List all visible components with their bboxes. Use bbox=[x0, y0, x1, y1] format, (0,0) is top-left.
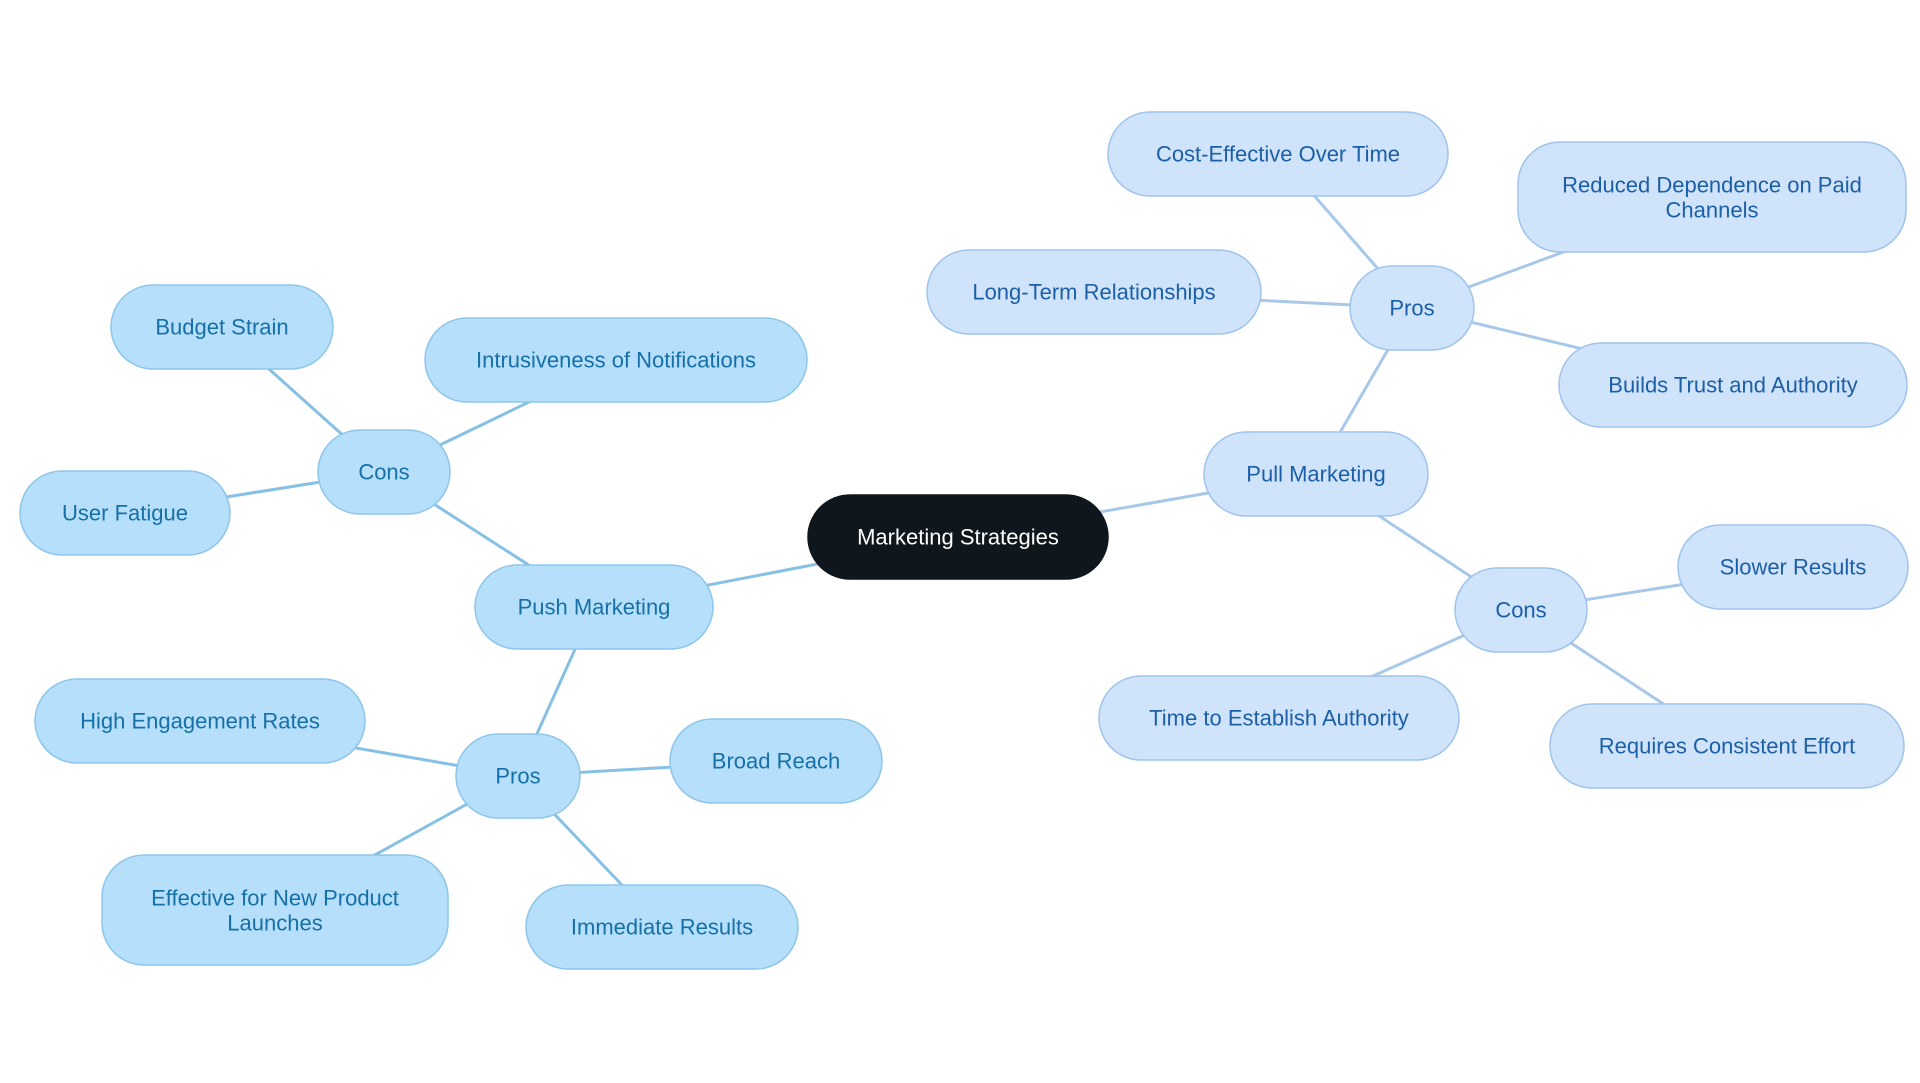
node-shape-high-engagement bbox=[34, 678, 366, 764]
node-push-cons[interactable]: Cons bbox=[317, 429, 451, 515]
node-label-push-pros: Pros bbox=[495, 764, 540, 789]
node-pull-cons[interactable]: Cons bbox=[1454, 567, 1588, 653]
node-label-push: Push Marketing bbox=[518, 595, 671, 620]
node-time-authority[interactable]: Time to Establish Authority bbox=[1098, 675, 1460, 761]
node-intrusiveness[interactable]: Intrusiveness of Notifications bbox=[424, 317, 808, 403]
node-root[interactable]: Marketing Strategies bbox=[807, 494, 1109, 580]
node-shape-immediate-results bbox=[525, 884, 799, 970]
node-shape-cost-effective bbox=[1107, 111, 1449, 197]
node-label-intrusiveness: Intrusiveness of Notifications bbox=[476, 348, 756, 373]
node-shape-reduced-dependence bbox=[1517, 141, 1907, 253]
node-label-pull-pros: Pros bbox=[1389, 296, 1434, 321]
node-label-line: Launches bbox=[227, 910, 322, 935]
node-label-pull-cons: Cons bbox=[1495, 598, 1546, 623]
node-label-root: Marketing Strategies bbox=[857, 525, 1059, 550]
node-label-long-term: Long-Term Relationships bbox=[972, 280, 1215, 305]
node-builds-trust[interactable]: Builds Trust and Authority bbox=[1558, 342, 1908, 428]
node-label-consistent-effort: Requires Consistent Effort bbox=[1599, 734, 1855, 759]
node-shape-time-authority bbox=[1098, 675, 1460, 761]
node-shape-pull bbox=[1203, 431, 1429, 517]
node-immediate-results[interactable]: Immediate Results bbox=[525, 884, 799, 970]
node-shape-pull-cons bbox=[1454, 567, 1588, 653]
node-label-cost-effective: Cost-Effective Over Time bbox=[1156, 142, 1400, 167]
node-pull-pros[interactable]: Pros bbox=[1349, 265, 1475, 351]
node-shape-push bbox=[474, 564, 714, 650]
node-label-user-fatigue: User Fatigue bbox=[62, 501, 188, 526]
node-shape-intrusiveness bbox=[424, 317, 808, 403]
node-label-builds-trust: Builds Trust and Authority bbox=[1608, 373, 1857, 398]
node-label-immediate-results: Immediate Results bbox=[571, 915, 753, 940]
node-label-line: Reduced Dependence on Paid bbox=[1562, 172, 1862, 197]
node-label-push-cons: Cons bbox=[358, 460, 409, 485]
node-label-slower-results: Slower Results bbox=[1720, 555, 1867, 580]
node-consistent-effort[interactable]: Requires Consistent Effort bbox=[1549, 703, 1905, 789]
node-long-term[interactable]: Long-Term Relationships bbox=[926, 249, 1262, 335]
node-shape-slower-results bbox=[1677, 524, 1909, 610]
node-cost-effective[interactable]: Cost-Effective Over Time bbox=[1107, 111, 1449, 197]
node-high-engagement[interactable]: High Engagement Rates bbox=[34, 678, 366, 764]
node-label-time-authority: Time to Establish Authority bbox=[1149, 706, 1409, 731]
node-push[interactable]: Push Marketing bbox=[474, 564, 714, 650]
node-shape-broad-reach bbox=[669, 718, 883, 804]
node-label-line: Effective for New Product bbox=[151, 885, 399, 910]
node-push-pros[interactable]: Pros bbox=[455, 733, 581, 819]
node-shape-pull-pros bbox=[1349, 265, 1475, 351]
node-budget-strain[interactable]: Budget Strain bbox=[110, 284, 334, 370]
node-shape-budget-strain bbox=[110, 284, 334, 370]
node-label-line: Channels bbox=[1666, 197, 1759, 222]
node-label-pull: Pull Marketing bbox=[1246, 462, 1385, 487]
node-label-broad-reach: Broad Reach bbox=[712, 749, 840, 774]
node-broad-reach[interactable]: Broad Reach bbox=[669, 718, 883, 804]
node-label-high-engagement: High Engagement Rates bbox=[80, 709, 320, 734]
node-shape-new-product bbox=[101, 854, 449, 966]
node-user-fatigue[interactable]: User Fatigue bbox=[19, 470, 231, 556]
node-shape-root bbox=[807, 494, 1109, 580]
node-label-budget-strain: Budget Strain bbox=[155, 315, 288, 340]
node-shape-push-cons bbox=[317, 429, 451, 515]
node-shape-builds-trust bbox=[1558, 342, 1908, 428]
node-shape-long-term bbox=[926, 249, 1262, 335]
node-shape-push-pros bbox=[455, 733, 581, 819]
node-slower-results[interactable]: Slower Results bbox=[1677, 524, 1909, 610]
node-shape-user-fatigue bbox=[19, 470, 231, 556]
node-pull[interactable]: Pull Marketing bbox=[1203, 431, 1429, 517]
node-shape-consistent-effort bbox=[1549, 703, 1905, 789]
